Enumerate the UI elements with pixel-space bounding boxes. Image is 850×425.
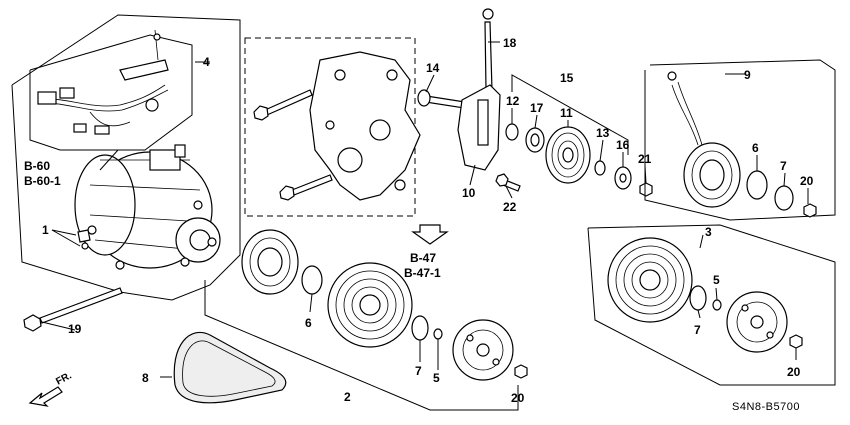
- field-coil-9: [667, 71, 741, 208]
- snap-ring-7-upper: [774, 185, 794, 211]
- callout-6-lower: 6: [305, 316, 312, 330]
- compressor-body: [74, 144, 221, 270]
- callout-11: 11: [560, 106, 573, 120]
- snap-ring-7-lower: [411, 315, 429, 341]
- callout-2: 2: [344, 390, 351, 404]
- bearing-17: [525, 127, 545, 153]
- coil-group-outline: [644, 59, 836, 221]
- front-direction-arrow: [28, 386, 63, 407]
- clutch-pulley-lower: [327, 262, 413, 348]
- bolt-19: [23, 287, 123, 332]
- leader-lines: [41, 41, 809, 378]
- bolt-22: [495, 173, 521, 192]
- callout-4: 4: [203, 55, 210, 69]
- ref-arrow-b47: [411, 224, 449, 245]
- callout-3: 3: [705, 225, 712, 239]
- shim-5-lower: [433, 328, 443, 340]
- nut-20-right: [789, 334, 803, 349]
- compressor-group-outline: [11, 14, 241, 301]
- callout-1: 1: [42, 223, 49, 237]
- armature-plate-lower: [452, 319, 514, 381]
- snap-ring-6-lower: [301, 265, 323, 295]
- washer-12: [505, 123, 519, 141]
- shim-5-right: [712, 299, 722, 311]
- bolt-14: [417, 89, 466, 109]
- bracket-bolt-upper: [253, 89, 313, 121]
- callout-22: 22: [503, 200, 517, 214]
- callout-5-right: 5: [713, 273, 720, 287]
- ref-b47-1: B-47-1: [404, 266, 441, 280]
- idler-bracket-10: [457, 84, 501, 171]
- callout-7-right: 7: [694, 323, 701, 337]
- callout-15: 15: [560, 71, 574, 85]
- idler-pulley-11: [545, 126, 591, 184]
- callout-21: 21: [638, 152, 652, 166]
- callout-7-upper: 7: [780, 159, 787, 173]
- callout-5-lower: 5: [433, 371, 440, 385]
- ref-b60: B-60: [24, 159, 50, 173]
- leader-15-bracket: [511, 74, 629, 155]
- clutch-group-outline: [587, 224, 836, 386]
- callout-14: 14: [426, 61, 440, 75]
- callout-13: 13: [596, 126, 610, 140]
- bracket-group-box: [244, 37, 416, 217]
- callout-17: 17: [530, 101, 544, 115]
- callout-19: 19: [68, 322, 82, 336]
- bracket-bolt-lower: [279, 174, 333, 201]
- ref-b47: B-47: [410, 251, 436, 265]
- callout-8: 8: [142, 371, 149, 385]
- compressor-bracket: [309, 51, 421, 201]
- callout-20-right: 20: [787, 365, 801, 379]
- cap-16: [614, 166, 632, 190]
- snap-ring-6-upper: [746, 170, 768, 200]
- callout-16: 16: [616, 138, 630, 152]
- callout-10: 10: [462, 186, 476, 200]
- armature-plate-right: [726, 291, 788, 353]
- bolt-1: [77, 229, 91, 250]
- callout-6-upper: 6: [752, 141, 759, 155]
- callout-20-upper: 20: [800, 174, 814, 188]
- leader-2-bracket: [204, 280, 519, 411]
- drive-belt-8: [173, 331, 287, 404]
- callout-12: 12: [506, 94, 520, 108]
- nut-20-lower: [514, 364, 528, 379]
- ref-b60-1: B-60-1: [24, 174, 61, 188]
- diagram-code: S4N8-B5700: [732, 401, 800, 413]
- field-coil-lower: [241, 229, 299, 295]
- callout-9: 9: [744, 68, 751, 82]
- callout-20-lower: 20: [511, 391, 525, 405]
- callout-18: 18: [503, 36, 517, 50]
- front-direction-label: FR.: [54, 370, 74, 387]
- wire-harness: [37, 29, 169, 135]
- nut-21: [639, 182, 653, 197]
- snap-ring-7-right: [689, 285, 707, 311]
- washer-13: [594, 160, 606, 176]
- callout-7-lower: 7: [415, 364, 422, 378]
- clutch-pulley-3: [607, 237, 693, 323]
- nut-20-upper: [803, 203, 817, 218]
- adjust-bolt-18: [482, 8, 494, 91]
